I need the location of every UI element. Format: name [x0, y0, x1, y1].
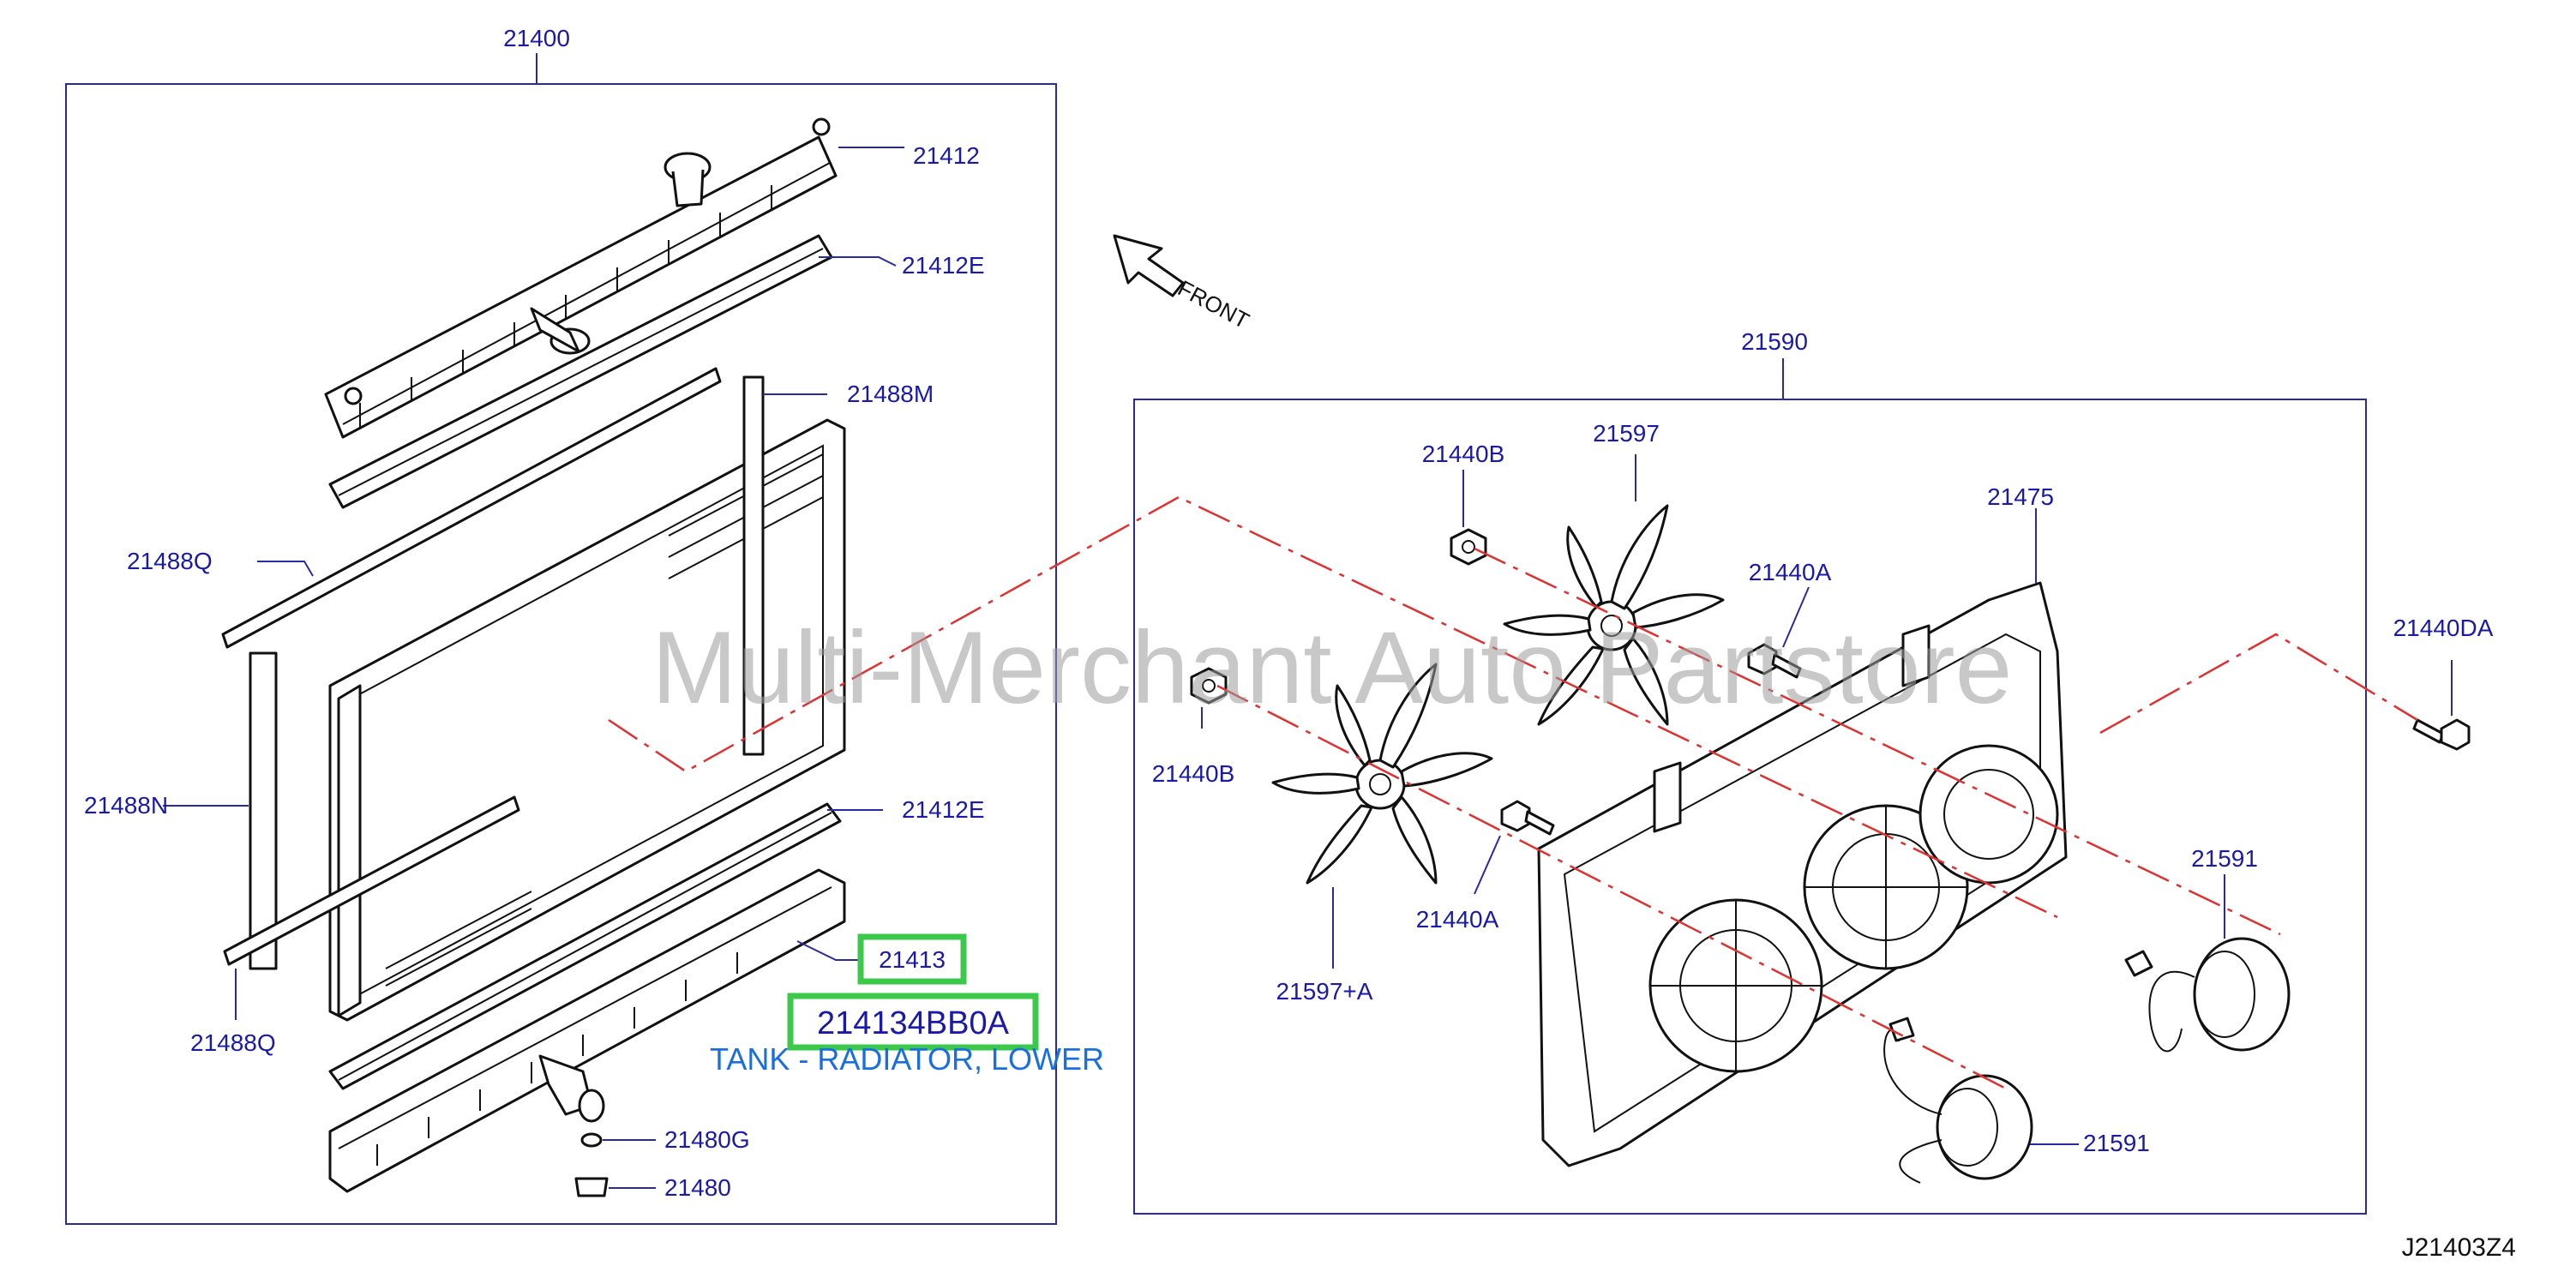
- watermark: Multi-Merchant Auto Partstore: [652, 610, 2012, 725]
- fan-left-part: [1271, 663, 1493, 885]
- highlight-full-part-number[interactable]: 214134BB0A: [817, 1005, 1010, 1041]
- callout-21440b-left: 21440B: [1152, 760, 1235, 787]
- centerline-4: [2099, 633, 2418, 735]
- upper-tank: [324, 117, 838, 439]
- highlight-description: TANK - RADIATOR, LOWER: [710, 1041, 1104, 1077]
- callout-21591-right: 21591: [2191, 845, 2258, 872]
- callout-21597: 21597: [1593, 420, 1660, 447]
- fan-top-part: [1503, 504, 1725, 726]
- fan-group-box: [1133, 399, 2367, 1215]
- callout-21480: 21480: [664, 1174, 731, 1201]
- callout-21597a: 21597+A: [1276, 978, 1373, 1005]
- lower-tank-part: [328, 868, 846, 1193]
- fan-group-label: 21590: [1741, 328, 1808, 355]
- diagram-id: J21403Z4: [2402, 1233, 2516, 1262]
- drain-plug: [574, 1177, 609, 1197]
- highlight-21413-box[interactable]: [857, 933, 967, 985]
- seal-q-upper: [221, 367, 722, 649]
- callout-21412e-lower: 21412E: [902, 796, 985, 823]
- bolt-a-bottom-part: [1500, 800, 1555, 836]
- front-label: FRONT: [1174, 275, 1253, 334]
- centerline-3: [1216, 684, 2007, 1090]
- motor-bottom-part: [1883, 1017, 2033, 1184]
- radiator-group-box: [65, 83, 1057, 1225]
- callout-21488q-upper: 21488Q: [127, 548, 213, 574]
- bolt-da-part: [2412, 718, 2471, 751]
- nut-left-part: [1190, 667, 1228, 705]
- callout-21412: 21412: [913, 142, 980, 169]
- shroud-part: [1537, 581, 2068, 1167]
- callout-21488q-lower: 21488Q: [190, 1029, 276, 1056]
- callout-21440a-bottom: 21440A: [1416, 906, 1499, 933]
- callout-21591-bottom: 21591: [2083, 1130, 2150, 1156]
- callout-21488m: 21488M: [847, 381, 934, 407]
- nut-top-part: [1450, 528, 1487, 566]
- front-arrow-icon: [1113, 234, 1185, 297]
- centerline-1: [608, 495, 2058, 919]
- callout-21440b-top: 21440B: [1422, 441, 1505, 467]
- side-mount-right: [742, 375, 765, 756]
- bolt-a-top-part: [1747, 643, 1802, 679]
- callout-21412e-upper: 21412E: [902, 252, 985, 279]
- seal-q-lower: [223, 795, 520, 966]
- drain-gasket: [580, 1132, 603, 1148]
- radiator-group-label: 21400: [503, 25, 570, 51]
- callout-21440a-top: 21440A: [1749, 559, 1832, 585]
- callout-21480g: 21480G: [664, 1126, 750, 1153]
- callout-21488n: 21488N: [84, 792, 168, 819]
- callout-21440da: 21440DA: [2393, 615, 2494, 641]
- motor-right-part: [2124, 937, 2291, 1053]
- callout-21475: 21475: [1987, 483, 2054, 510]
- highlight-full-part-box[interactable]: [787, 993, 1039, 1051]
- highlight-part-number[interactable]: 21413: [879, 946, 946, 973]
- side-mount-left: [249, 651, 278, 970]
- centerline-2: [1474, 547, 2281, 936]
